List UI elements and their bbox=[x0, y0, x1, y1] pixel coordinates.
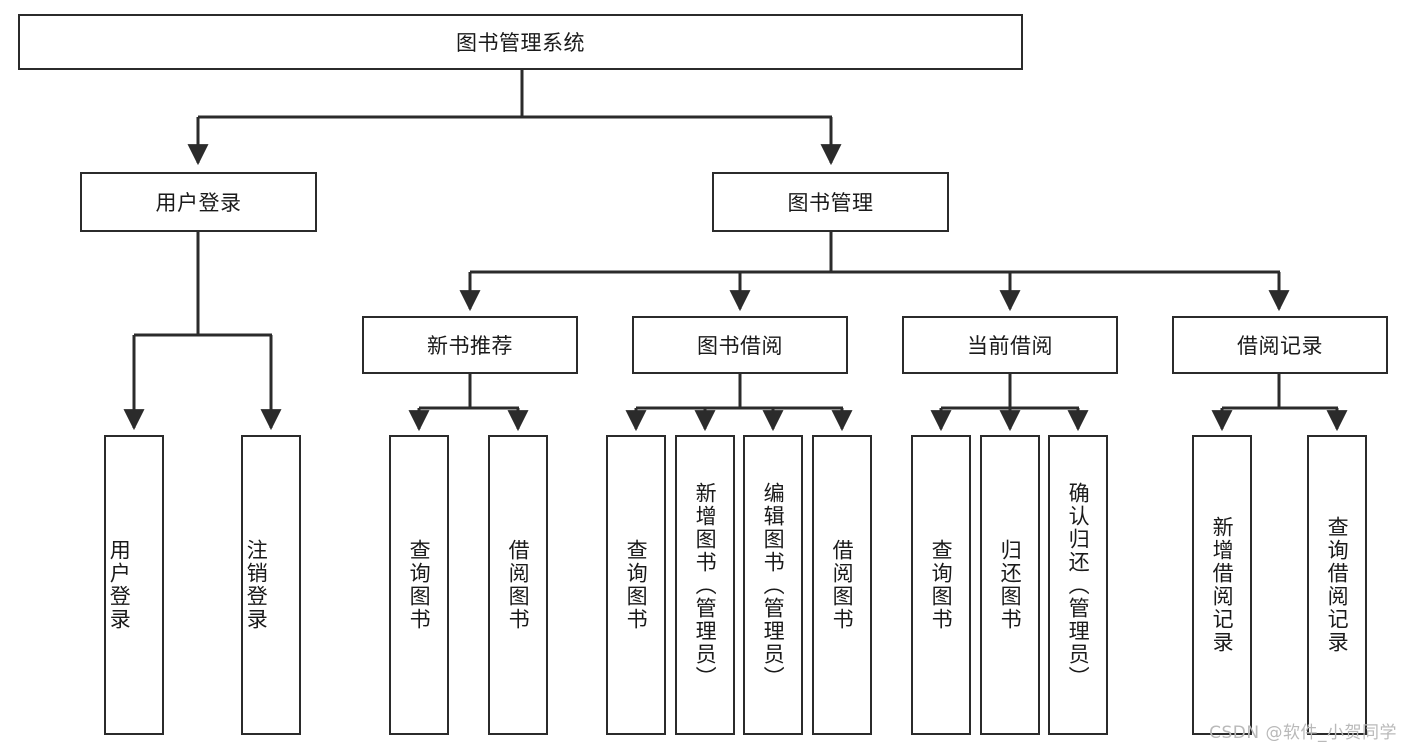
node-leaf-borrow-book-1[interactable]: 借阅图书 bbox=[488, 435, 548, 735]
node-borrow-record[interactable]: 借阅记录 bbox=[1172, 316, 1388, 374]
node-user-login-label: 用户登录 bbox=[155, 191, 242, 215]
node-borrow-record-label: 借阅记录 bbox=[1237, 334, 1323, 358]
node-leaf-confirm-return-label: 确认归还（管理员） bbox=[1066, 481, 1091, 689]
node-leaf-query-record-label: 查询借阅记录 bbox=[1325, 516, 1350, 654]
node-leaf-borrow-book-2[interactable]: 借阅图书 bbox=[812, 435, 872, 735]
node-leaf-edit-book-label: 编辑图书（管理员） bbox=[761, 481, 786, 689]
node-leaf-query-record[interactable]: 查询借阅记录 bbox=[1307, 435, 1367, 735]
node-leaf-query-book-3-label: 查询图书 bbox=[929, 539, 954, 631]
node-leaf-add-record[interactable]: 新增借阅记录 bbox=[1192, 435, 1252, 735]
node-new-book-recommend[interactable]: 新书推荐 bbox=[362, 316, 578, 374]
node-leaf-logout-login-label: 注销登录 bbox=[244, 539, 269, 631]
node-current-borrow-label: 当前借阅 bbox=[967, 334, 1053, 358]
node-book-borrow-label: 图书借阅 bbox=[697, 334, 783, 358]
node-current-borrow[interactable]: 当前借阅 bbox=[902, 316, 1118, 374]
node-leaf-return-book[interactable]: 归还图书 bbox=[980, 435, 1040, 735]
watermark-text: CSDN @软件_小贺同学 bbox=[1209, 723, 1397, 743]
node-leaf-query-book-3[interactable]: 查询图书 bbox=[911, 435, 971, 735]
node-leaf-query-book-1[interactable]: 查询图书 bbox=[389, 435, 449, 735]
node-leaf-logout-login[interactable]: 注销登录 bbox=[241, 435, 301, 735]
node-root-label: 图书管理系统 bbox=[456, 31, 585, 55]
node-root[interactable]: 图书管理系统 bbox=[18, 14, 1023, 70]
node-new-book-recommend-label: 新书推荐 bbox=[427, 334, 513, 358]
node-leaf-query-book-1-label: 查询图书 bbox=[407, 539, 432, 631]
node-leaf-user-login[interactable]: 用户登录 bbox=[104, 435, 164, 735]
node-leaf-add-book-label: 新增图书（管理员） bbox=[693, 481, 718, 689]
node-book-manage-label: 图书管理 bbox=[787, 191, 874, 215]
node-leaf-return-book-label: 归还图书 bbox=[998, 539, 1023, 631]
node-book-borrow[interactable]: 图书借阅 bbox=[632, 316, 848, 374]
node-leaf-borrow-book-1-label: 借阅图书 bbox=[506, 539, 531, 631]
node-leaf-query-book-2[interactable]: 查询图书 bbox=[606, 435, 666, 735]
node-book-manage[interactable]: 图书管理 bbox=[712, 172, 949, 232]
node-leaf-confirm-return[interactable]: 确认归还（管理员） bbox=[1048, 435, 1108, 735]
node-leaf-add-record-label: 新增借阅记录 bbox=[1210, 516, 1235, 654]
node-leaf-user-login-label: 用户登录 bbox=[107, 539, 132, 631]
node-leaf-edit-book[interactable]: 编辑图书（管理员） bbox=[743, 435, 803, 735]
node-leaf-borrow-book-2-label: 借阅图书 bbox=[830, 539, 855, 631]
node-user-login[interactable]: 用户登录 bbox=[80, 172, 317, 232]
node-leaf-add-book[interactable]: 新增图书（管理员） bbox=[675, 435, 735, 735]
node-leaf-query-book-2-label: 查询图书 bbox=[624, 539, 649, 631]
